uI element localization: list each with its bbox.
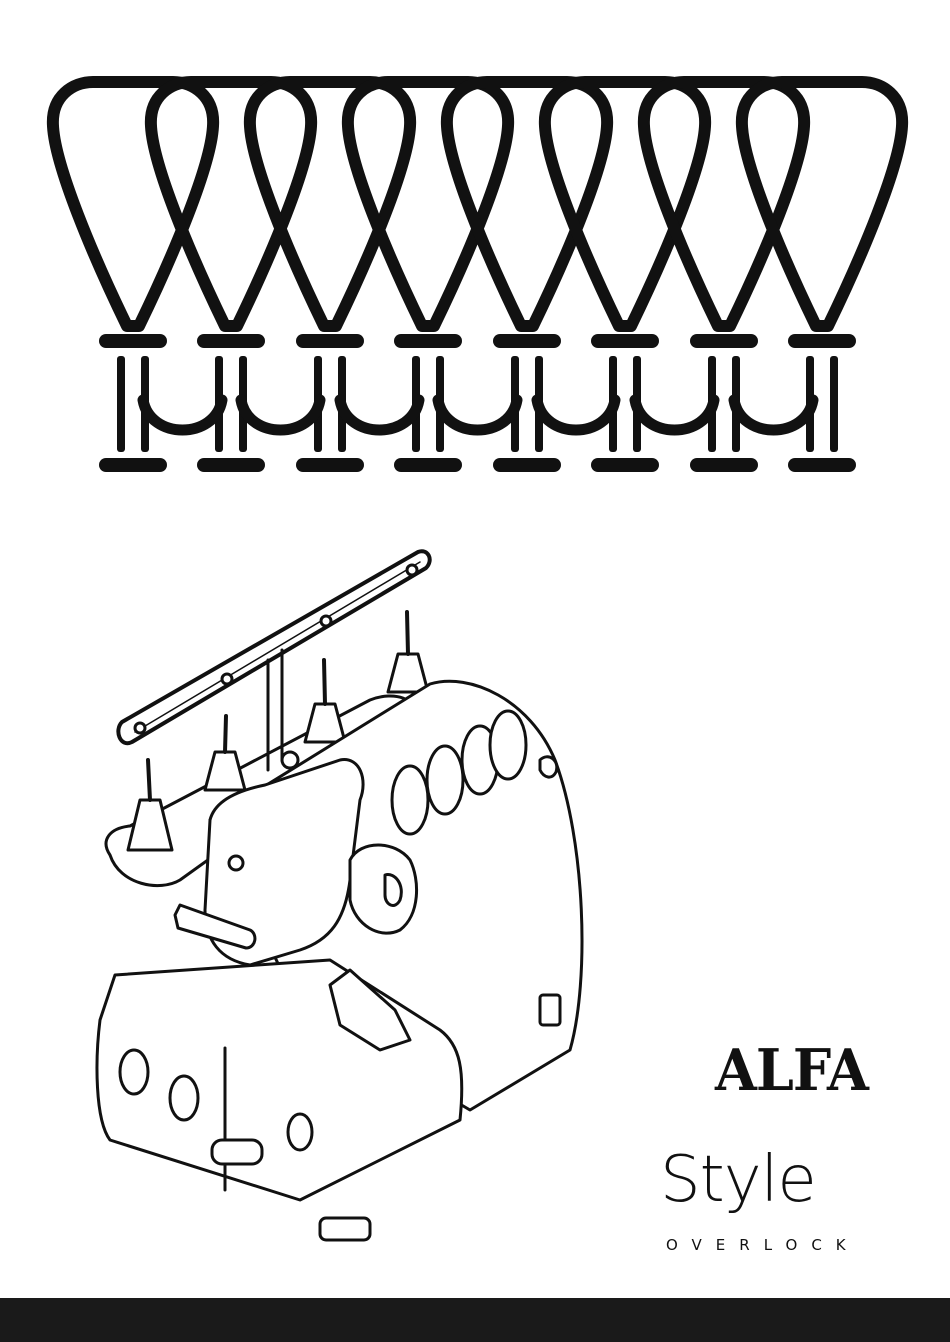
overlock-machine-illustration: [97, 551, 582, 1240]
product-type: OVERLOCK: [666, 1236, 876, 1254]
stitch-loops: [45, 76, 910, 472]
product-name: Style: [660, 1148, 870, 1212]
brand-logo: ALFA: [715, 1036, 875, 1103]
footer-band: [0, 1298, 950, 1342]
